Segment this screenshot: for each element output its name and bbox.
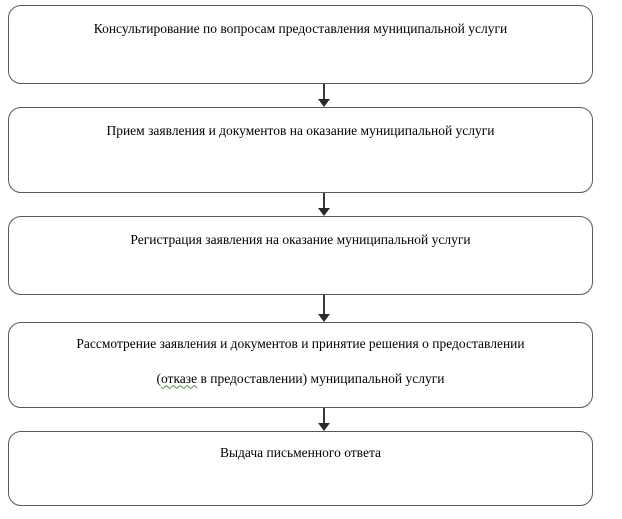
- flow-node-1-line-1: Консультирование по вопросам предоставле…: [93, 21, 508, 36]
- arrow-head-down-icon: [318, 99, 330, 107]
- connector-node2-to-node3: [316, 193, 332, 216]
- flow-node-4-line-2: (отказе в предоставлении) муниципальной …: [9, 370, 592, 386]
- open-paren: (: [156, 370, 161, 386]
- connector-node4-to-node5: [316, 408, 332, 431]
- connector-node3-to-node4: [316, 295, 332, 322]
- flow-node-2-text: Прием заявления и документов на оказание…: [9, 108, 592, 138]
- flow-node-4-line-2-rest: в предоставлении) муниципальной услуги: [197, 370, 445, 386]
- arrow-shaft: [323, 408, 325, 424]
- flow-node-2-line-1: Прием заявления и документов на оказание…: [106, 123, 495, 138]
- flow-node-5-text: Выдача письменного ответа: [9, 432, 592, 460]
- flow-node-2: Прием заявления и документов на оказание…: [8, 107, 593, 193]
- arrow-head-down-icon: [318, 314, 330, 322]
- flow-node-3-text: Регистрация заявления на оказание муници…: [9, 217, 592, 247]
- arrow-shaft: [323, 193, 325, 209]
- arrow-head-down-icon: [318, 208, 330, 216]
- flow-node-4-text: Рассмотрение заявления и документов и пр…: [9, 323, 592, 385]
- arrow-shaft: [323, 295, 325, 315]
- flow-node-5: Выдача письменного ответа: [8, 431, 593, 506]
- flow-node-4-line-1: Рассмотрение заявления и документов и пр…: [76, 336, 525, 351]
- flow-node-1: Консультирование по вопросам предоставле…: [8, 5, 593, 84]
- flow-node-4: Рассмотрение заявления и документов и пр…: [8, 322, 593, 408]
- spellcheck-flagged-word: отказе: [160, 370, 198, 386]
- arrow-head-down-icon: [318, 423, 330, 431]
- flow-node-3: Регистрация заявления на оказание муници…: [8, 216, 593, 295]
- flow-node-3-line-1: Регистрация заявления на оказание муници…: [130, 232, 471, 247]
- connector-node1-to-node2: [316, 84, 332, 107]
- arrow-shaft: [323, 84, 325, 100]
- flow-node-1-text: Консультирование по вопросам предоставле…: [9, 6, 592, 36]
- flow-node-5-line-1: Выдача письменного ответа: [219, 445, 382, 460]
